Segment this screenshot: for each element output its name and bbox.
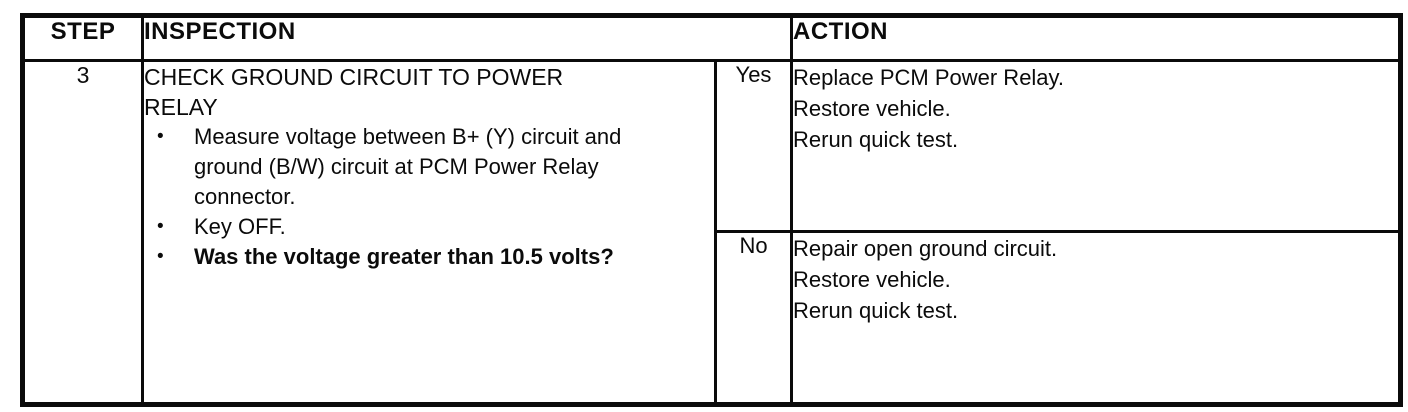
header-row: STEP INSPECTION ACTION	[21, 14, 1402, 62]
header-step: STEP	[21, 14, 144, 62]
result-row-no: No Repair open ground circuit. Restore v…	[23, 230, 1402, 406]
bullet-item: • Was the voltage greater than 10.5 volt…	[146, 242, 713, 272]
bullet-icon: •	[157, 126, 164, 147]
verdict-no: No	[714, 230, 793, 406]
bullet-icon: •	[157, 246, 164, 267]
header-action: ACTION	[790, 14, 1402, 62]
bullet-item: • Measure voltage between B+ (Y) circuit…	[146, 122, 713, 212]
inspection-title: CHECK GROUND CIRCUIT TO POWER RELAY	[144, 64, 564, 120]
bullet-text: Measure voltage between B+ (Y) circuit a…	[194, 124, 622, 209]
bullet-text: Key OFF.	[194, 214, 286, 239]
header-inspection: INSPECTION	[141, 14, 793, 62]
action-line: Restore vehicle.	[793, 96, 951, 121]
inspection-cell: CHECK GROUND CIRCUIT TO POWER RELAY • Me…	[141, 59, 717, 406]
action-line: Restore vehicle.	[793, 267, 951, 292]
verdict-yes: Yes	[714, 59, 793, 233]
action-line: Rerun quick test.	[793, 298, 959, 323]
action-cell-no: Repair open ground circuit. Restore vehi…	[790, 230, 1402, 406]
step-number: 3	[21, 59, 144, 406]
diagnostic-step-table: STEP INSPECTION ACTION 3 CHECK GROUND CI…	[20, 13, 1403, 407]
bullet-icon: •	[157, 216, 164, 237]
bullet-text: Was the voltage greater than 10.5 volts?	[194, 244, 614, 269]
action-line: Repair open ground circuit.	[793, 236, 1058, 261]
bullet-item: • Key OFF.	[146, 212, 713, 242]
action-cell-yes: Replace PCM Power Relay. Restore vehicle…	[790, 59, 1402, 233]
inspection-bullet-list: • Measure voltage between B+ (Y) circuit…	[146, 122, 713, 272]
action-line: Replace PCM Power Relay.	[793, 65, 1065, 90]
result-row-yes: 3 CHECK GROUND CIRCUIT TO POWER RELAY • …	[21, 59, 1402, 406]
action-line: Rerun quick test.	[793, 127, 959, 152]
